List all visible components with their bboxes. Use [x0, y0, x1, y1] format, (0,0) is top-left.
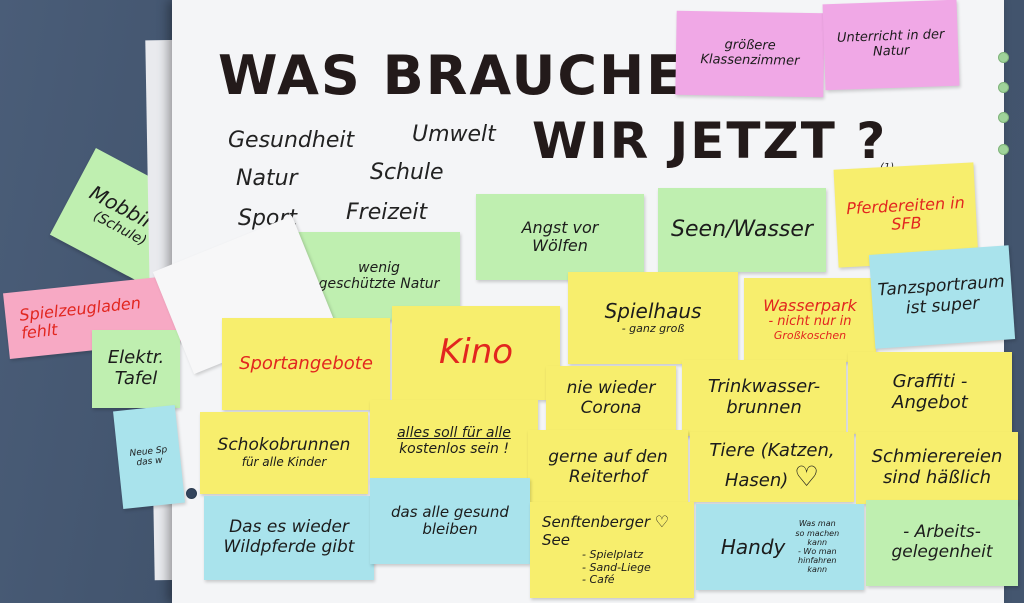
note-text: Sportangebote [239, 352, 373, 374]
note-text: - ganz groß [621, 322, 685, 336]
note-text: Natur [872, 43, 910, 60]
note-text: Hasen) [724, 470, 789, 492]
note-text: Klassenzimmer [700, 52, 800, 69]
note-text: Was man [798, 519, 836, 529]
note-text: Spielzeugladen [18, 292, 142, 325]
binder-hole [998, 112, 1009, 123]
note-text: kann [807, 565, 828, 575]
note-seen-wasser: Seen/Wasser [658, 188, 826, 272]
poster-title-line1: WAS BRAUCHEN [218, 44, 733, 107]
note-text: das w [135, 455, 164, 469]
topic-word: Gesundheit [228, 128, 355, 153]
binder-hole [998, 144, 1009, 155]
note-text: - Spielplatz [582, 547, 644, 561]
note-arbeitsgelegenheit: - Arbeits- gelegenheit [866, 500, 1018, 586]
note-text: kostenlos sein ! [399, 441, 509, 457]
note-text: ist super [905, 293, 981, 319]
note-text: das alle gesund [391, 502, 509, 521]
topic-word: Natur [236, 166, 298, 191]
note-text: Wildpferde gibt [223, 537, 355, 557]
note-text: Angebot [892, 392, 968, 413]
binder-hole [998, 82, 1009, 93]
note-kino: Kino [392, 306, 560, 400]
note-text: Tafel [114, 368, 158, 389]
note-alles-kostenlos: alles soll für alle kostenlos sein ! [370, 400, 538, 482]
note-angst-woelfen: Angst vor Wölfen [476, 194, 644, 280]
note-nie-wieder-corona: nie wieder Corona [546, 366, 676, 432]
note-text: - Wo man [797, 547, 837, 556]
note-graffiti-angebot: Graffiti - Angebot [848, 352, 1012, 434]
note-text: Trinkwasser- [707, 376, 821, 398]
note-tiere: Tiere (Katzen, Hasen) ♡ [690, 432, 854, 502]
note-wasserpark: Wasserpark - nicht nur in Großkoschen [744, 278, 876, 362]
note-text: Seen/Wasser [671, 217, 813, 243]
note-text: - Café [582, 573, 615, 587]
note-text: - nicht nur in [768, 314, 852, 330]
note-text: Angst vor [521, 217, 599, 237]
note-schmierereien: Schmierereien sind häßlich [856, 432, 1018, 504]
note-text: Das es wieder [229, 517, 349, 538]
note-text: Handy [720, 534, 786, 559]
heart-icon: ♡ [794, 460, 820, 494]
note-text: See [542, 530, 570, 549]
note-text: Graffiti - [892, 371, 968, 393]
note-alle-gesund: das alle gesund bleiben [370, 478, 530, 564]
note-text: gelegenheit [891, 542, 993, 562]
note-reiterhof: gerne auf den Reiterhof [528, 430, 688, 506]
note-text: geschützte Natur [318, 276, 440, 292]
note-text: nie wieder [566, 378, 656, 399]
note-text: Elektr. [107, 347, 165, 369]
note-text: - Arbeits- [903, 522, 981, 543]
binder-hole [998, 52, 1009, 63]
note-schokobrunnen: Schokobrunnen für alle Kinder [200, 412, 368, 494]
note-text: hinfahren [798, 556, 837, 566]
note-text: für alle Kinder [241, 454, 327, 469]
note-tanzsportraum: Tanzsportraum ist super [868, 245, 1016, 349]
note-text: Schmierereien [871, 446, 1003, 468]
note-text: fehlt [20, 319, 59, 343]
note-text: Kino [438, 332, 514, 373]
note-text: brunnen [726, 397, 802, 418]
note-text: Senftenberger [542, 513, 650, 532]
note-text: Reiterhof [568, 467, 648, 487]
note-text: kann [807, 537, 828, 547]
note-senftenberger-see: Senftenberger ♡ See - Spielplatz - Sand-… [530, 502, 694, 598]
note-text: sind häßlich [882, 467, 992, 488]
note-text: Corona [580, 398, 642, 418]
binder-hole [186, 488, 197, 499]
note-text: - Sand-Liege [582, 560, 651, 574]
note-text: Großkoschen [773, 329, 847, 343]
topic-word: Umwelt [412, 122, 496, 147]
note-trinkwasserbrunnen: Trinkwasser- brunnen [682, 360, 846, 436]
note-sportangebote: Sportangebote [222, 318, 390, 410]
note-wildpferde: Das es wieder Wildpferde gibt [204, 496, 374, 580]
poster-title-line2: WIR JETZT ? [532, 112, 888, 170]
note-text: Wölfen [532, 236, 588, 255]
note-text: alles soll für alle [397, 424, 511, 441]
note-text: bleiben [422, 520, 478, 538]
note-handy: Handy Was man so machen kann - Wo man hi… [696, 504, 864, 590]
note-blue-side: Neue Sp das w [113, 405, 185, 509]
note-spielhaus: Spielhaus - ganz groß [568, 272, 738, 364]
note-elektro-tafel: Elektr. Tafel [92, 330, 180, 408]
note-text: Spielhaus [604, 299, 702, 324]
note-text: SFB [890, 213, 923, 234]
topic-word: Schule [370, 160, 444, 185]
note-text: so machen [795, 528, 840, 538]
heart-icon: ♡ [654, 512, 670, 532]
topic-word: Freizeit [346, 200, 428, 225]
note-text: wenig [358, 259, 400, 276]
note-text: gerne auf den [548, 447, 668, 468]
note-text: Schokobrunnen [217, 435, 351, 456]
note-text: Tiere (Katzen, [709, 439, 835, 461]
note-unterricht-natur: Unterricht in der Natur [822, 0, 960, 91]
note-groessere-klassenzimmer: größere Klassenzimmer [675, 10, 825, 98]
note-text: Wasserpark [763, 296, 857, 316]
